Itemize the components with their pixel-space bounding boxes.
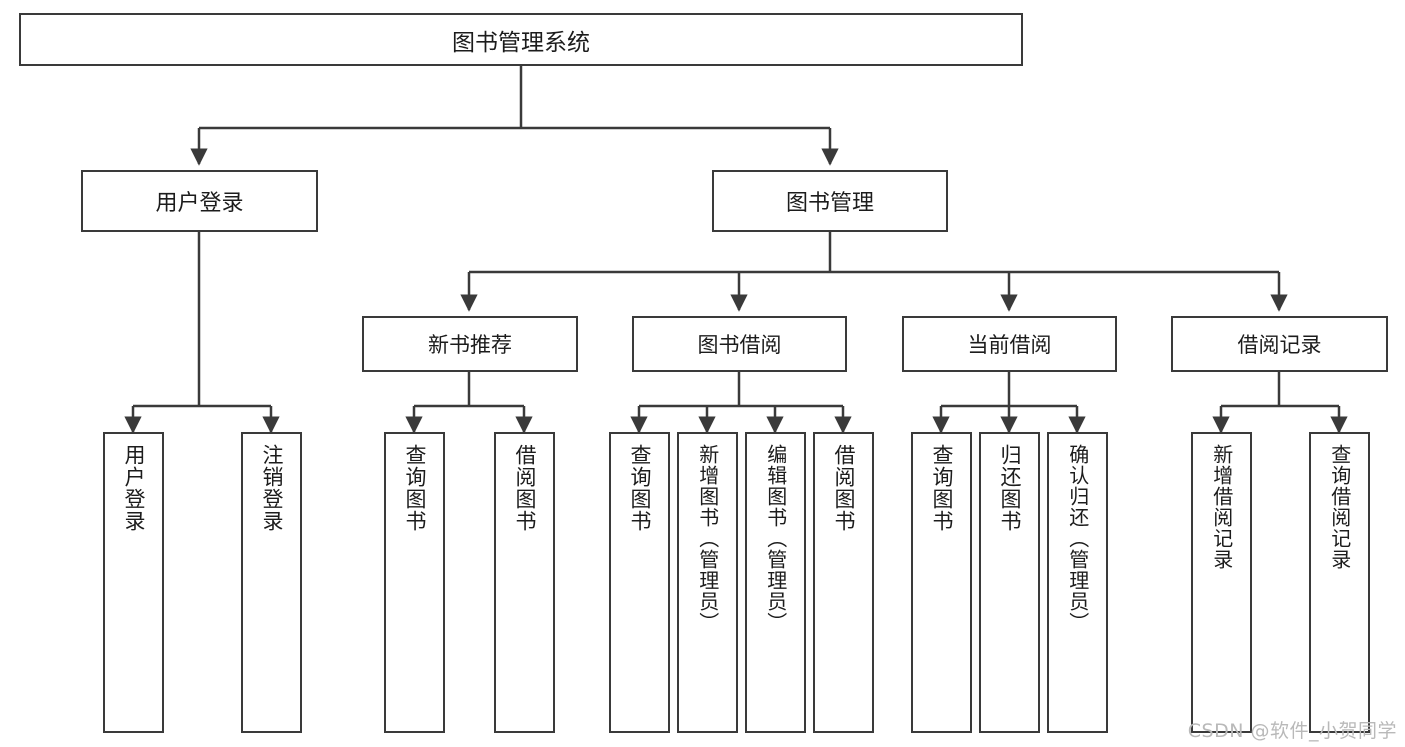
node-new-book-recommend-label: 新书推荐 — [428, 333, 512, 357]
leaf-user-login-login[interactable]: 用户登录 — [103, 432, 164, 733]
watermark: CSDN @软件_小贺同学 — [1187, 720, 1397, 742]
leaf-current-borrow-query[interactable]: 查询图书 — [911, 432, 972, 733]
node-user-login-label: 用户登录 — [155, 191, 244, 216]
leaf-label: 查询图书 — [402, 444, 427, 532]
node-current-borrow-label: 当前借阅 — [967, 333, 1052, 357]
leaf-borrow-record-query[interactable]: 查询借阅记录 — [1309, 432, 1370, 733]
leaf-label: 注销登录 — [259, 444, 284, 532]
leaf-new-book-query[interactable]: 查询图书 — [384, 432, 445, 733]
leaf-book-borrow-edit[interactable]: 编辑图书（管理员） — [745, 432, 806, 733]
leaf-label: 查询图书 — [929, 444, 954, 532]
leaf-label: 用户登录 — [121, 444, 146, 532]
node-book-borrow-label: 图书借阅 — [697, 333, 782, 357]
leaf-new-book-borrow[interactable]: 借阅图书 — [494, 432, 555, 733]
node-user-login[interactable]: 用户登录 — [81, 170, 318, 232]
node-book-management-label: 图书管理 — [785, 191, 874, 216]
leaf-user-login-logout[interactable]: 注销登录 — [241, 432, 302, 733]
node-borrow-record[interactable]: 借阅记录 — [1171, 316, 1388, 372]
node-borrow-record-label: 借阅记录 — [1237, 333, 1322, 357]
leaf-label: 编辑图书（管理员） — [763, 444, 788, 633]
leaf-label: 查询借阅记录 — [1327, 444, 1352, 570]
leaf-label: 新增借阅记录 — [1209, 444, 1234, 570]
leaf-label: 新增图书（管理员） — [695, 444, 720, 633]
node-book-management[interactable]: 图书管理 — [712, 170, 948, 232]
leaf-current-borrow-confirm-return[interactable]: 确认归还（管理员） — [1047, 432, 1108, 733]
leaf-book-borrow-add[interactable]: 新增图书（管理员） — [677, 432, 738, 733]
node-book-borrow[interactable]: 图书借阅 — [632, 316, 847, 372]
leaf-borrow-record-add[interactable]: 新增借阅记录 — [1191, 432, 1252, 733]
node-root-label: 图书管理系统 — [452, 29, 590, 56]
node-new-book-recommend[interactable]: 新书推荐 — [362, 316, 578, 372]
node-current-borrow[interactable]: 当前借阅 — [902, 316, 1117, 372]
leaf-book-borrow-query[interactable]: 查询图书 — [609, 432, 670, 733]
leaf-label: 归还图书 — [997, 444, 1022, 532]
leaf-current-borrow-return[interactable]: 归还图书 — [979, 432, 1040, 733]
node-root-book-management-system[interactable]: 图书管理系统 — [19, 13, 1023, 66]
leaf-book-borrow-borrow[interactable]: 借阅图书 — [813, 432, 874, 733]
leaf-label: 确认归还（管理员） — [1065, 444, 1090, 633]
leaf-label: 借阅图书 — [831, 444, 856, 532]
leaf-label: 查询图书 — [627, 444, 652, 532]
leaf-label: 借阅图书 — [512, 444, 537, 532]
